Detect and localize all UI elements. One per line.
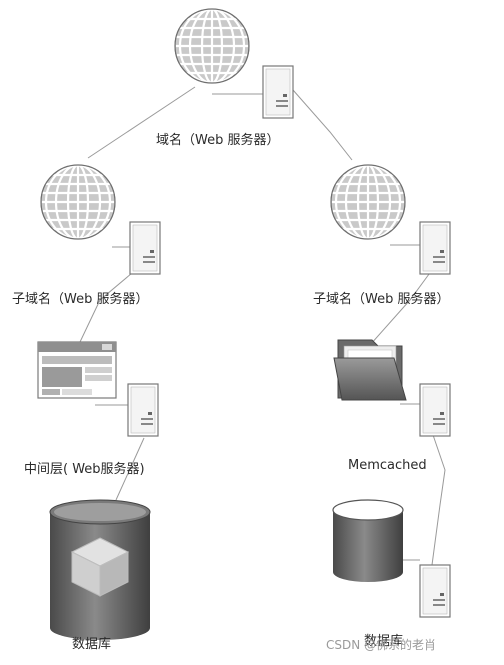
web-page-icon xyxy=(37,341,117,399)
left-server-icon xyxy=(129,221,161,275)
memcached-label: Memcached xyxy=(348,458,427,473)
top-server-icon xyxy=(262,65,294,119)
watermark: CSDN @佛系的老肖 xyxy=(326,638,437,652)
db-server-icon xyxy=(419,564,451,618)
left-globe-icon xyxy=(39,163,117,241)
top-domain-label: 域名（Web 服务器） xyxy=(156,133,280,148)
cube-icon xyxy=(70,537,130,597)
right-subdomain-label: 子域名（Web 服务器） xyxy=(313,292,450,307)
middle-server-icon xyxy=(127,383,159,437)
right-database-icon xyxy=(332,499,404,582)
top-globe-icon xyxy=(173,7,251,85)
middle-tier-label: 中间层( Web服务器) xyxy=(24,462,145,477)
connector-lines xyxy=(79,86,446,566)
right-globe-icon xyxy=(329,163,407,241)
right-database-label: 数据库 xyxy=(364,634,404,649)
right-server-icon xyxy=(419,221,451,275)
left-subdomain-label: 子域名（Web 服务器） xyxy=(12,292,149,307)
folder-icon xyxy=(333,339,407,401)
left-database-label: 数据库 xyxy=(72,637,112,652)
cache-server-icon xyxy=(419,383,451,437)
